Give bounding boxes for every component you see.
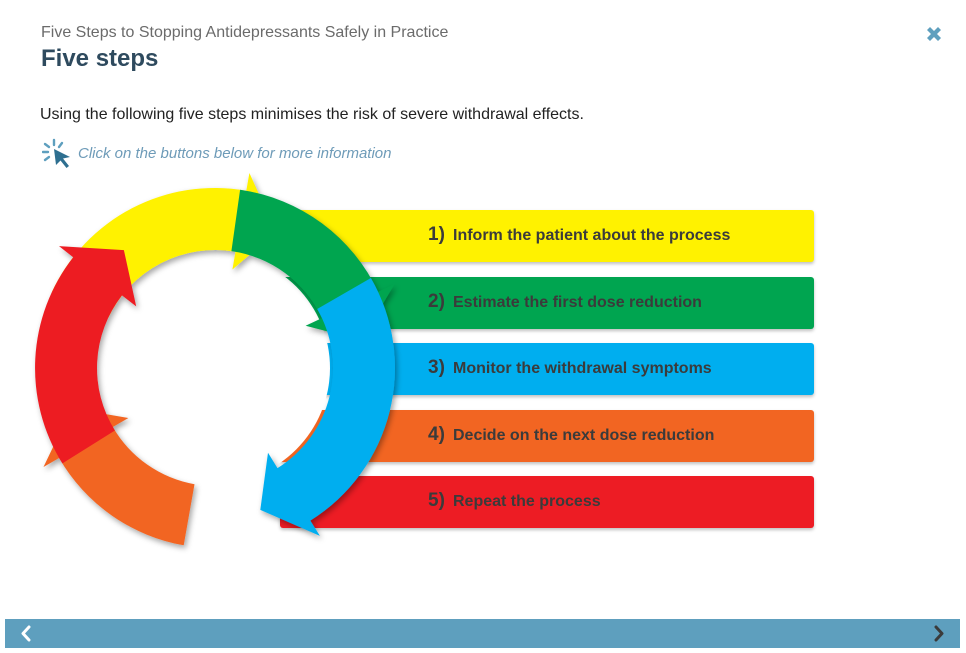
step-2-label: Estimate the first dose reduction: [453, 294, 702, 311]
chevron-left-icon: [21, 625, 31, 642]
previous-button[interactable]: [11, 619, 41, 648]
navigation-bar: [5, 619, 960, 648]
close-icon: [927, 27, 941, 41]
step-1-number: 1): [428, 224, 445, 245]
cycle-arrow-step-5: [35, 246, 137, 464]
cycle-arrow-step-3: [260, 278, 395, 536]
step-3-number: 3): [428, 357, 445, 378]
page-title: Five steps: [41, 45, 159, 72]
step-1-label: Inform the patient about the process: [453, 227, 731, 244]
intro-text: Using the following five steps minimises…: [40, 106, 584, 123]
chevron-right-icon: [934, 625, 944, 642]
step-2-number: 2): [428, 291, 445, 312]
step-1-button[interactable]: 1) Inform the patient about the process: [280, 210, 814, 262]
next-button[interactable]: [924, 619, 954, 648]
click-hint-text: Click on the buttons below for more info…: [78, 144, 392, 162]
step-5-button[interactable]: 5) Repeat the process: [280, 476, 814, 528]
click-hint: Click on the buttons below for more info…: [42, 138, 391, 168]
close-button[interactable]: [922, 22, 946, 46]
click-pointer-icon: [42, 138, 70, 168]
course-subtitle: Five Steps to Stopping Antidepressants S…: [41, 24, 449, 41]
step-3-label: Monitor the withdrawal symptoms: [453, 360, 712, 377]
step-4-number: 4): [428, 424, 445, 445]
step-4-label: Decide on the next dose reduction: [453, 427, 715, 444]
step-5-number: 5): [428, 490, 445, 511]
step-5-label: Repeat the process: [453, 493, 601, 510]
